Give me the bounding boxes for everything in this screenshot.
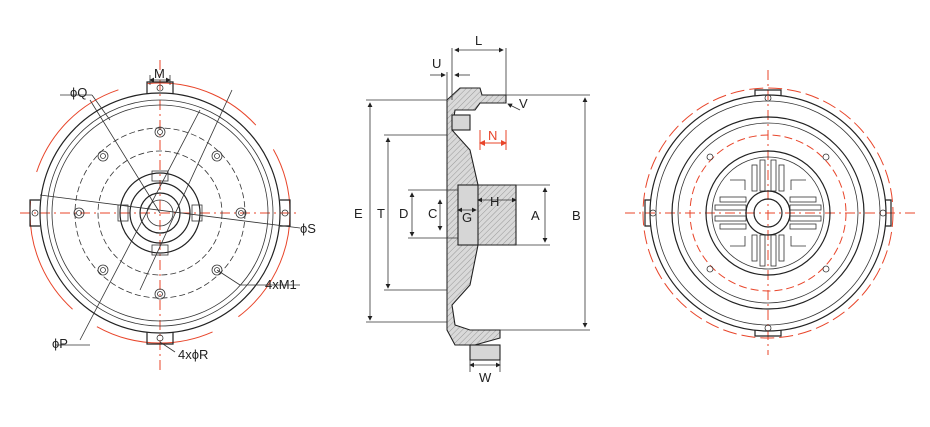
label-A: A: [531, 208, 540, 223]
label-V: V: [519, 96, 528, 111]
label-E: E: [354, 206, 363, 221]
label-4xphiR: 4xϕR: [178, 347, 208, 362]
center-section-view: [366, 47, 590, 372]
label-T: T: [377, 206, 385, 221]
label-C: C: [428, 206, 437, 221]
right-back-view: [625, 70, 915, 355]
label-H: H: [490, 194, 499, 209]
label-U: U: [432, 56, 441, 71]
label-N: N: [488, 128, 497, 143]
label-phiP: ϕP: [52, 336, 68, 351]
label-phiQ: ϕQ: [70, 85, 87, 100]
label-G: G: [462, 210, 472, 225]
label-M: M: [154, 66, 165, 81]
label-W: W: [479, 370, 492, 385]
label-4xM1: 4xM1: [265, 277, 297, 292]
label-phiS: ϕS: [300, 221, 316, 236]
label-D: D: [399, 206, 408, 221]
left-front-view: [20, 60, 301, 370]
label-B: B: [572, 208, 581, 223]
label-L: L: [475, 33, 482, 48]
